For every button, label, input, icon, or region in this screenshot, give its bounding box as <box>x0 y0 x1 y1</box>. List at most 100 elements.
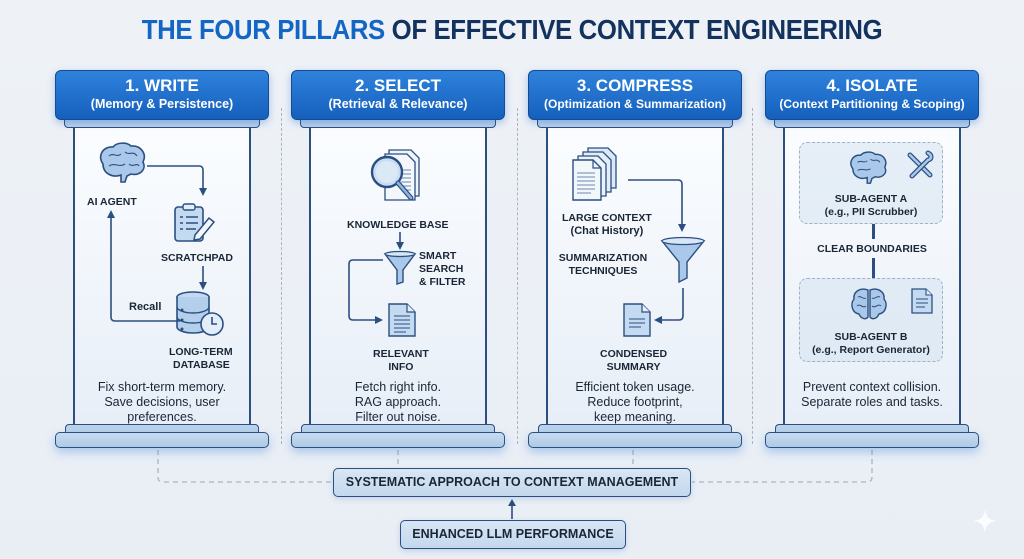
boundary-line <box>872 224 875 239</box>
systematic-approach-box: SYSTEMATIC APPROACH TO CONTEXT MANAGEMEN… <box>333 468 691 497</box>
boundary-line <box>872 258 875 278</box>
sub-agent-b-line: (e.g., Report Generator) <box>812 344 930 356</box>
clipboard-pencil-icon <box>174 203 216 242</box>
column-separator <box>517 108 518 444</box>
large-context-label: LARGE CONTEXT (Chat History) <box>562 212 652 238</box>
pillar-base <box>291 432 505 448</box>
pillar-heading: 4. ISOLATE <box>826 76 918 95</box>
enhanced-performance-box: ENHANCED LLM PERFORMANCE <box>400 520 626 549</box>
relevant-info-label: RELEVANT INFO <box>373 348 429 374</box>
magnifier-documents-icon <box>370 149 420 201</box>
agent-label: AI AGENT <box>87 196 137 208</box>
arrow-head <box>508 499 516 506</box>
pillar-shaft: SUB-AGENT A (e.g., PII Scrubber) CLEAR B… <box>783 126 961 426</box>
relevant-info-line: INFO <box>388 361 414 373</box>
pillar-heading: 3. COMPRESS <box>576 76 694 95</box>
compress-flow-arrows <box>628 179 686 324</box>
pillar-heading: 2. SELECT <box>355 76 441 95</box>
pillar-base <box>528 432 742 448</box>
summarization-line: SUMMARIZATION <box>558 252 648 264</box>
pillar-header: 4. ISOLATE (Context Partitioning & Scopi… <box>765 70 979 120</box>
pillar-heading: 1. WRITE <box>125 76 199 95</box>
pillar-description: Efficient token usage. Reduce footprint,… <box>548 380 722 425</box>
knowledge-base-label: KNOWLEDGE BASE <box>347 219 449 231</box>
sparkle-icon <box>973 509 997 533</box>
sub-agent-a-label: SUB-AGENT A (e.g., PII Scrubber) <box>800 193 942 219</box>
filter-label-line: SEARCH <box>419 263 464 275</box>
column-separator <box>752 108 753 444</box>
desc-line: Efficient token usage. <box>575 380 695 394</box>
pillar-subtitle: (Retrieval & Relevance) <box>328 97 468 111</box>
funnel-icon <box>383 250 417 285</box>
filter-label-line: & FILTER <box>419 276 466 288</box>
pillar-header: 1. WRITE (Memory & Persistence) <box>55 70 269 120</box>
pillar-select: 2. SELECT (Retrieval & Relevance) KNOWLE… <box>291 70 505 448</box>
desc-line: Separate roles and tasks. <box>801 395 943 409</box>
sub-agent-a-line: SUB-AGENT A <box>834 193 908 205</box>
pillar-base <box>765 432 979 448</box>
pillar-base <box>55 432 269 448</box>
pillar-shaft: AI AGENT SCRATCHPAD Recall LONG-TERM DAT… <box>73 126 251 426</box>
desc-line: Filter out noise. <box>355 410 441 424</box>
column-separator <box>281 108 282 444</box>
desc-line: RAG approach. <box>354 395 442 409</box>
write-flow-arrows <box>107 165 207 322</box>
pillar-compress: 3. COMPRESS (Optimization & Summarizatio… <box>528 70 742 448</box>
desc-line: Reduce footprint, <box>587 395 683 409</box>
brain-icon <box>851 288 887 320</box>
summarization-label: SUMMARIZATION TECHNIQUES <box>548 252 658 278</box>
funnel-icon <box>660 236 706 284</box>
pillar-subtitle: (Optimization & Summarization) <box>543 97 726 111</box>
brain-icon <box>99 142 146 183</box>
condensed-summary-label: CONDENSED SUMMARY <box>600 348 667 374</box>
sub-agent-a-line: (e.g., PII Scrubber) <box>824 206 918 218</box>
pillar-write: 1. WRITE (Memory & Persistence) AI AGENT… <box>55 70 269 448</box>
filter-label-line: SMART <box>419 250 457 262</box>
document-icon <box>623 303 651 337</box>
desc-line: Fetch right info. <box>354 380 442 394</box>
large-context-line: (Chat History) <box>570 225 644 237</box>
clear-boundaries-label: CLEAR BOUNDARIES <box>817 243 927 255</box>
title-highlight: THE FOUR PILLARS <box>141 14 385 45</box>
pillar-description: Prevent context collision. Separate role… <box>785 380 959 410</box>
database-clock-icon <box>176 291 224 336</box>
desc-line: Prevent context collision. <box>802 380 942 394</box>
desc-line: Save decisions, user <box>104 395 220 409</box>
condensed-summary-line: SUMMARY <box>606 361 661 373</box>
large-context-line: LARGE CONTEXT <box>562 212 652 224</box>
document-icon <box>911 288 933 314</box>
title-rest: OF EFFECTIVE CONTEXT ENGINEERING <box>391 14 883 45</box>
sub-agent-b-label: SUB-AGENT B (e.g., Report Generator) <box>800 331 942 357</box>
condensed-summary-line: CONDENSED <box>600 348 668 360</box>
relevant-info-line: RELEVANT <box>373 348 429 360</box>
pillar-header: 3. COMPRESS (Optimization & Summarizatio… <box>528 70 742 120</box>
database-label-1: LONG-TERM <box>169 346 233 358</box>
desc-line: preferences. <box>127 410 197 424</box>
pillar-isolate: 4. ISOLATE (Context Partitioning & Scopi… <box>765 70 979 448</box>
recall-label: Recall <box>129 301 162 313</box>
sub-agent-a-box: SUB-AGENT A (e.g., PII Scrubber) <box>799 142 943 224</box>
page-title: THE FOUR PILLARS OF EFFECTIVE CONTEXT EN… <box>41 14 983 46</box>
scratchpad-label: SCRATCHPAD <box>161 252 233 264</box>
pillar-subtitle: (Context Partitioning & Scoping) <box>779 97 965 111</box>
desc-line: keep meaning. <box>593 410 676 424</box>
pillar-header: 2. SELECT (Retrieval & Relevance) <box>291 70 505 120</box>
select-flow-arrows <box>348 232 404 324</box>
pillar-subtitle: (Memory & Persistence) <box>90 97 234 111</box>
pillar-description: Fix short-term memory. Save decisions, u… <box>75 380 249 425</box>
connector-line <box>157 450 334 483</box>
pillar-description: Fetch right info. RAG approach. Filter o… <box>311 380 485 425</box>
sub-agent-b-line: SUB-AGENT B <box>834 331 908 343</box>
connector-line <box>692 450 873 483</box>
filter-label: SMART SEARCH & FILTER <box>419 250 465 289</box>
brain-icon <box>850 151 887 184</box>
database-label-2: DATABASE <box>173 359 230 371</box>
pillar-shaft: LARGE CONTEXT (Chat History) SUMMARIZATI… <box>546 126 724 426</box>
tools-icon <box>907 150 934 179</box>
document-icon <box>388 303 416 337</box>
desc-line: Fix short-term memory. <box>97 380 227 394</box>
summarization-line: TECHNIQUES <box>568 265 638 277</box>
stacked-documents-icon <box>572 147 617 201</box>
sub-agent-b-box: SUB-AGENT B (e.g., Report Generator) <box>799 278 943 362</box>
pillar-shaft: KNOWLEDGE BASE SMART SEARCH & FILTER REL… <box>309 126 487 426</box>
